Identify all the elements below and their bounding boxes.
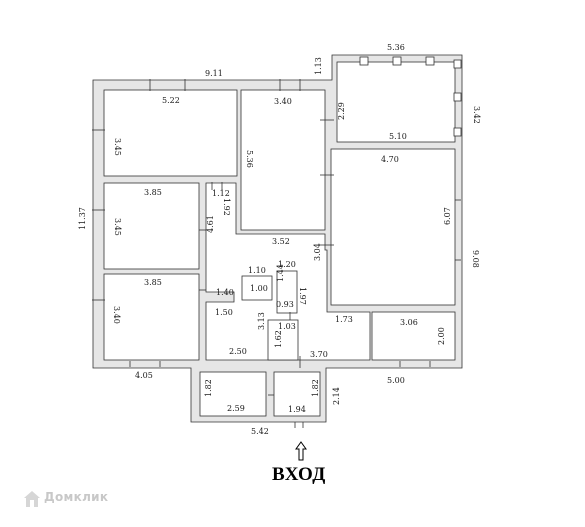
dim-label: 1.94: [288, 405, 306, 414]
dim-label: 1.62: [274, 330, 283, 348]
dim-label: 1.20: [278, 260, 296, 269]
dim-label: 1.73: [335, 315, 353, 324]
dim-label: 2.29: [337, 102, 346, 120]
veranda-posts: [359, 56, 462, 137]
dim-label: 3.52: [272, 237, 290, 246]
dim-label: 0.93: [276, 300, 294, 309]
dim-label: 3.42: [472, 106, 481, 124]
dim-label: 1.97: [298, 287, 307, 305]
dim-label: 11.37: [78, 207, 87, 230]
dim-label: 9.11: [205, 69, 223, 78]
room-top-left: [103, 89, 238, 177]
dim-label: 2.00: [437, 327, 446, 345]
dim-label: 1.82: [204, 379, 213, 397]
dim-label: 4.05: [135, 371, 153, 380]
dim-label: 1.10: [248, 266, 266, 275]
room-middle-left: [103, 182, 200, 270]
dimension-labels: 9.11 5.36 1.13 3.42 5.22 3.40 2.29 5.10 …: [78, 43, 481, 436]
wall-ticks: [92, 79, 461, 428]
dim-label: 1.92: [222, 198, 231, 216]
dim-label: 4.70: [381, 155, 399, 164]
entrance-label: ВХОД: [272, 464, 326, 485]
room-bottom-right: [371, 311, 456, 361]
dim-label: 5.10: [389, 132, 407, 141]
dim-label: 1.40: [216, 288, 234, 297]
dim-label: 2.14: [332, 387, 341, 405]
dim-label: 1.00: [250, 284, 268, 293]
dim-label: 5.36: [387, 43, 405, 52]
dim-label: 1.50: [215, 308, 233, 317]
dim-label: 3.04: [313, 243, 322, 261]
dim-label: 3.70: [310, 350, 328, 359]
dim-label: 2.50: [229, 347, 247, 356]
porch-right: [273, 371, 321, 417]
arrow-up-icon: [295, 441, 307, 461]
dim-label: 6.07: [443, 207, 452, 225]
room-top-middle: [240, 89, 326, 231]
dim-label: 1.44: [276, 264, 285, 282]
dim-label: 3.45: [113, 138, 122, 156]
dim-label: 5.36: [245, 150, 254, 168]
closet-b: [276, 270, 298, 314]
rooms: [103, 61, 456, 417]
porch-left: [199, 371, 267, 417]
veranda: [336, 61, 456, 143]
dim-label: 3.13: [257, 312, 266, 330]
dim-label: 1.82: [311, 379, 320, 397]
dim-label: 3.85: [144, 188, 162, 197]
dim-label: 3.40: [112, 306, 121, 324]
dim-label: 1.12: [212, 189, 230, 198]
dim-label: 5.00: [387, 376, 405, 385]
dim-label: 4.61: [206, 215, 215, 233]
dim-label: 3.45: [113, 218, 122, 236]
room-right-large: [330, 148, 456, 306]
watermark-text: Домклик: [44, 490, 109, 504]
dim-label: 1.13: [314, 57, 323, 75]
domclick-logo-icon: [24, 491, 40, 507]
dim-label: 3.40: [274, 97, 292, 106]
closet-a: [241, 275, 273, 301]
dim-label: 1.03: [278, 322, 296, 331]
bath-column: [267, 319, 299, 361]
dim-label: 5.42: [251, 427, 269, 436]
dim-label: 3.85: [144, 278, 162, 287]
dim-label: 2.59: [227, 404, 245, 413]
dim-label: 3.06: [400, 318, 418, 327]
dim-label: 9.08: [471, 250, 480, 268]
dim-label: 5.22: [162, 96, 180, 105]
room-bottom-left: [103, 273, 200, 361]
